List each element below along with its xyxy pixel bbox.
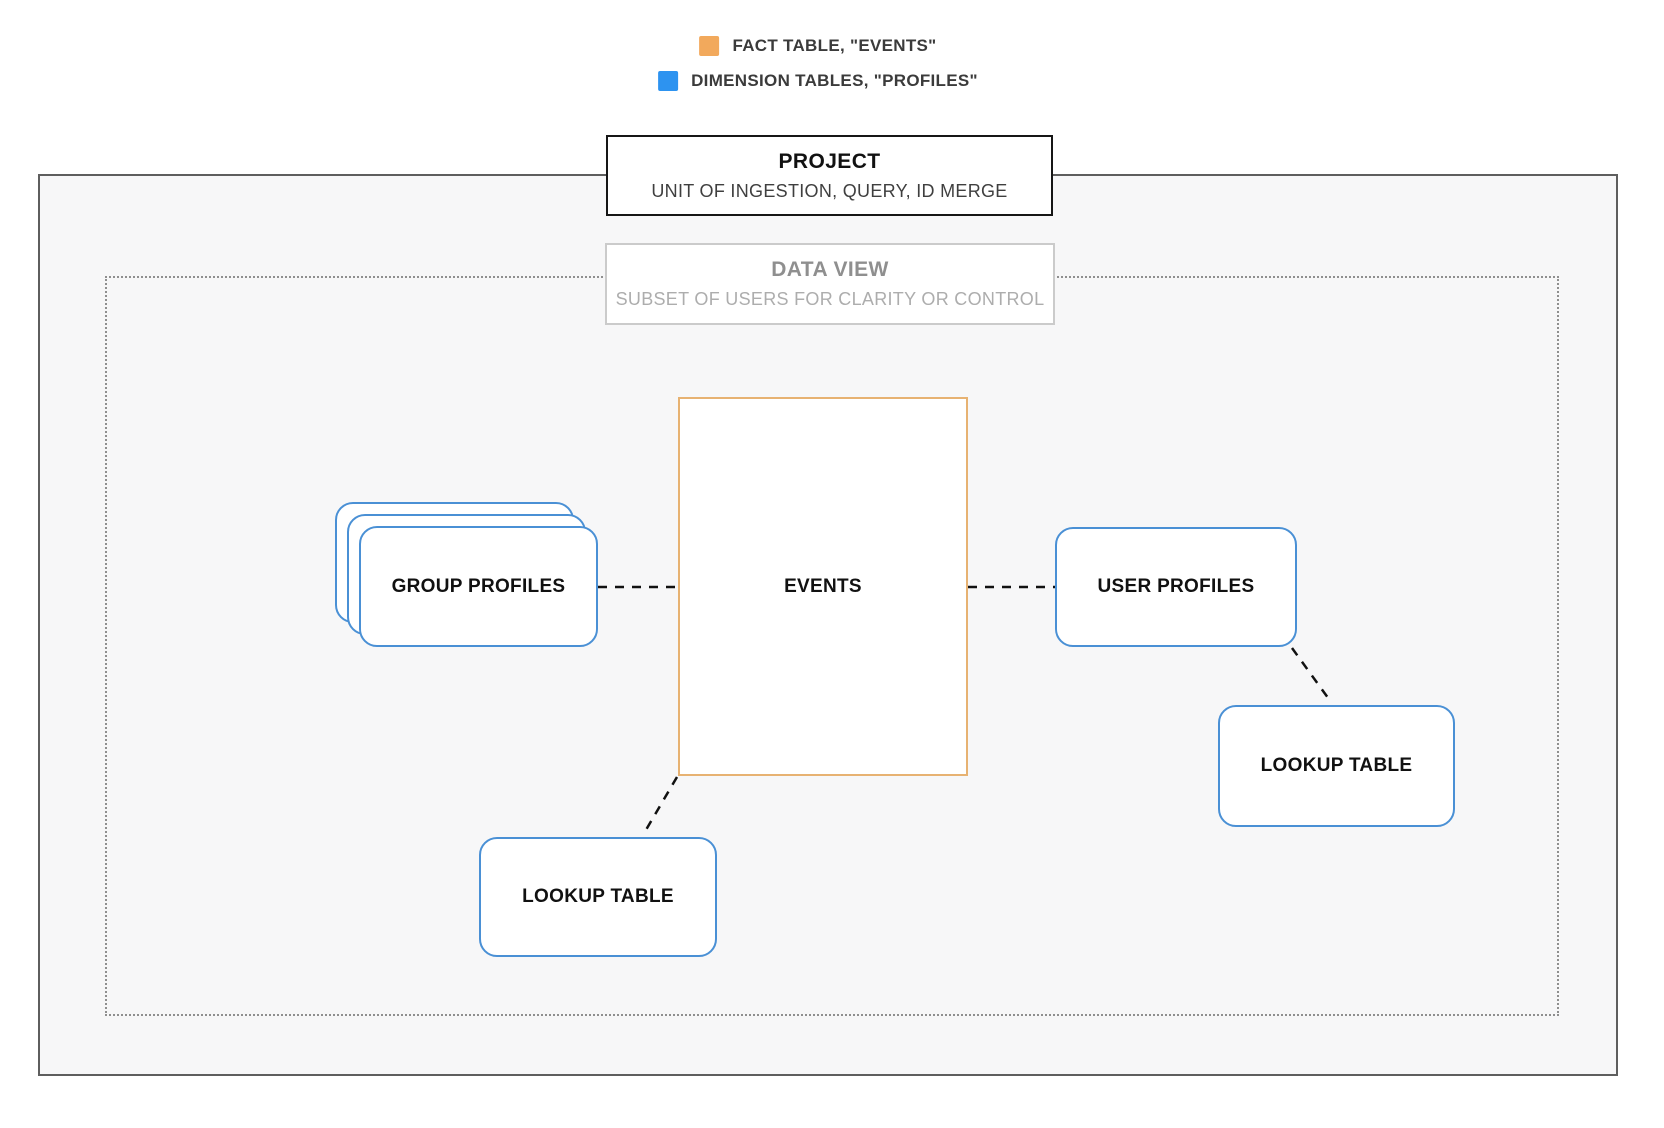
project-header: PROJECT UNIT OF INGESTION, QUERY, ID MER…	[606, 135, 1053, 216]
node-group-profiles: GROUP PROFILES	[359, 526, 598, 647]
project-title: PROJECT	[778, 149, 881, 173]
fact-table-legend-label: FACT TABLE, "EVENTS"	[732, 36, 937, 55]
data-view-subtitle: SUBSET OF USERS FOR CLARITY OR CONTROL	[615, 289, 1045, 309]
node-lookup-table-right: LOOKUP TABLE	[1218, 705, 1455, 827]
lookup-table-right-label: LOOKUP TABLE	[1260, 755, 1413, 776]
fact-table-swatch-icon	[699, 36, 720, 56]
legend: FACT TABLE, "EVENTS" DIMENSION TABLES, "…	[658, 36, 978, 91]
data-view-title: DATA VIEW	[771, 258, 889, 281]
lookup-table-bottom-label: LOOKUP TABLE	[522, 886, 674, 907]
node-user-profiles: USER PROFILES	[1055, 527, 1297, 647]
node-events: EVENTS	[678, 397, 968, 776]
events-label: EVENTS	[784, 575, 862, 597]
dimension-tables-legend-label: DIMENSION TABLES, "PROFILES"	[691, 71, 978, 90]
group-profiles-label: GROUP PROFILES	[391, 575, 566, 597]
project-subtitle: UNIT OF INGESTION, QUERY, ID MERGE	[651, 180, 1008, 201]
data-view-header: DATA VIEW SUBSET OF USERS FOR CLARITY OR…	[605, 243, 1055, 325]
node-lookup-table-bottom: LOOKUP TABLE	[479, 837, 717, 957]
legend-item-fact-table: FACT TABLE, "EVENTS"	[699, 36, 936, 56]
legend-item-dimension-tables: DIMENSION TABLES, "PROFILES"	[658, 71, 978, 91]
dimension-tables-swatch-icon	[658, 71, 679, 91]
user-profiles-label: USER PROFILES	[1097, 576, 1255, 597]
